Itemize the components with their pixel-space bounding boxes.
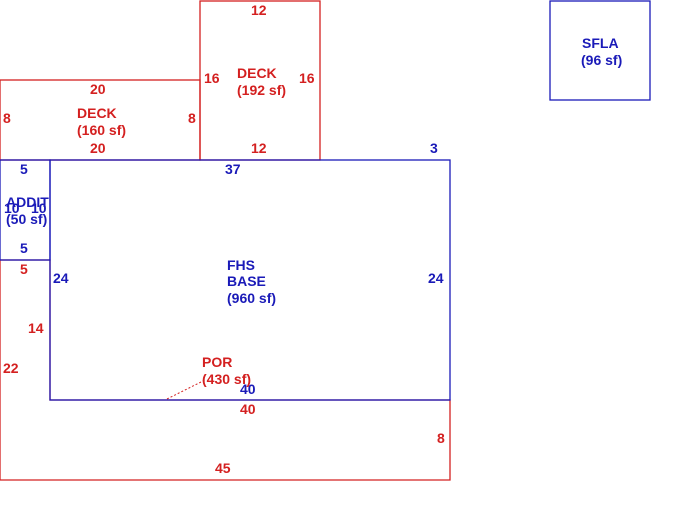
base-outline: [49, 159, 451, 401]
deck-left-dim-left: 8: [3, 110, 11, 126]
deck-left-dim-top: 20: [90, 81, 106, 97]
deck-top-dim-left: 16: [204, 70, 220, 86]
base-dim-top: 37: [225, 161, 241, 177]
base-dim-left: 24: [53, 270, 69, 286]
addit-dim-right: 10: [31, 200, 47, 216]
por-leader-line: [166, 379, 206, 400]
deck-left-dim-bottom: 20: [90, 140, 106, 156]
addit-dim-left: 10: [4, 200, 20, 216]
por-name: POR: [202, 354, 232, 370]
por-dim-bottom: 45: [215, 460, 231, 476]
base-dim-right: 24: [428, 270, 444, 286]
por-area: (430 sf): [202, 371, 251, 387]
deck-left-name: DECK: [77, 105, 117, 121]
deck-top-name: DECK: [237, 65, 277, 81]
base-dim-corner: 3: [430, 140, 438, 156]
sfla-area: (96 sf): [581, 52, 622, 68]
por-dim-left-inner: 14: [28, 320, 44, 336]
base-name-line1: FHS: [227, 257, 255, 273]
por-dim-top: 40: [240, 401, 256, 417]
addit-dim-top: 5: [20, 161, 28, 177]
base-area: (960 sf): [227, 290, 276, 306]
deck-left-area: (160 sf): [77, 122, 126, 138]
deck-left-dim-right: 8: [188, 110, 196, 126]
base-dim-bottom: 40: [240, 381, 256, 397]
sfla-outline: [549, 0, 651, 101]
addit-area: (50 sf): [6, 211, 47, 227]
por-dim-upper-left: 5: [20, 261, 28, 277]
base-name-line2: BASE: [227, 273, 266, 289]
por-dim-left-outer: 22: [3, 360, 19, 376]
por-outline: [0, 259, 451, 481]
deck-top-dim-top: 12: [251, 2, 267, 18]
addit-dim-bottom: 5: [20, 240, 28, 256]
deck-top-area: (192 sf): [237, 82, 286, 98]
por-dim-right: 8: [437, 430, 445, 446]
addit-name: ADDIT: [6, 194, 49, 210]
sfla-name: SFLA: [582, 35, 619, 51]
deck-top-dim-bottom: 12: [251, 140, 267, 156]
deck-top-dim-right: 16: [299, 70, 315, 86]
